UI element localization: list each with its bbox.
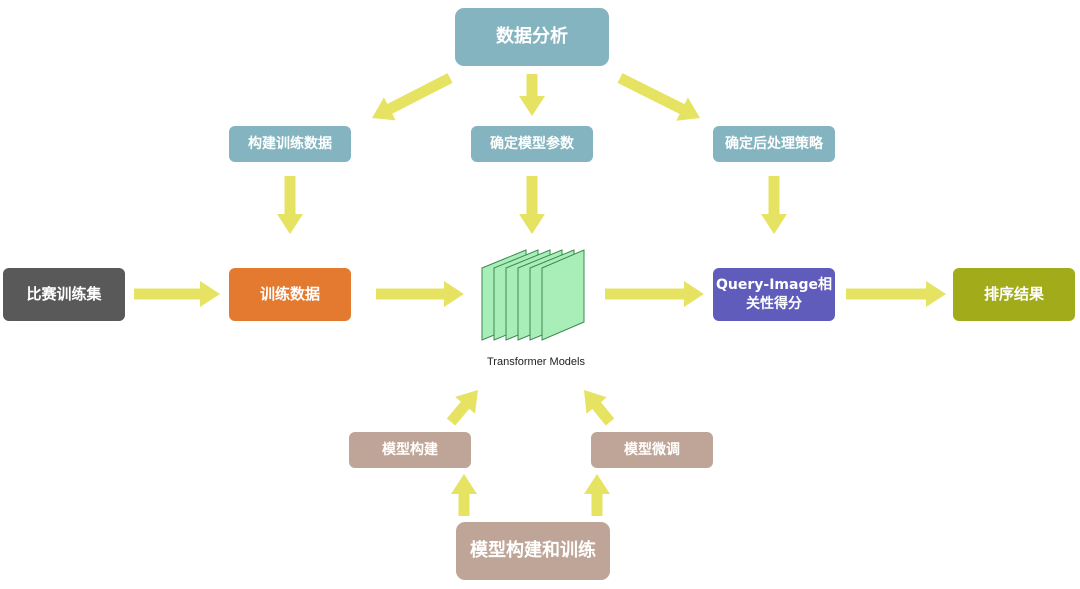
node-competition-trainset: 比赛训练集 (3, 268, 125, 321)
node-transformer-models-label: Transformer Models (486, 356, 585, 368)
arrow-train-to-model (376, 281, 464, 307)
node-determine-model-params: 确定模型参数 (471, 126, 593, 162)
transformer-layers-icon (481, 249, 585, 341)
node-relevance-score: Query-Image相关性得分 (713, 268, 835, 321)
layer-sheet (541, 249, 585, 341)
arrow-analysis-to-post (617, 73, 700, 121)
arrow-construct-to-model (446, 390, 478, 426)
arrow-post-to-score (761, 176, 787, 234)
arrow-build-data-to-train (277, 176, 303, 234)
arrow-main-to-finetune (584, 474, 610, 516)
node-data-analysis: 数据分析 (455, 8, 609, 66)
node-determine-postprocess: 确定后处理策略 (713, 126, 835, 162)
arrow-comp-to-train (134, 281, 220, 307)
node-model-build-and-train: 模型构建和训练 (456, 522, 610, 580)
arrow-score-to-rank (846, 281, 946, 307)
arrow-model-to-score (605, 281, 704, 307)
arrow-analysis-to-build-data (372, 73, 453, 121)
arrow-main-to-construct (451, 474, 477, 516)
node-training-data: 训练数据 (229, 268, 351, 321)
node-model-finetune: 模型微调 (591, 432, 713, 468)
arrow-analysis-to-params (519, 74, 545, 116)
arrow-params-to-model (519, 176, 545, 234)
node-build-training-data: 构建训练数据 (229, 126, 351, 162)
node-ranking-result: 排序结果 (953, 268, 1075, 321)
arrow-finetune-to-model (584, 390, 615, 426)
node-model-construct: 模型构建 (349, 432, 471, 468)
